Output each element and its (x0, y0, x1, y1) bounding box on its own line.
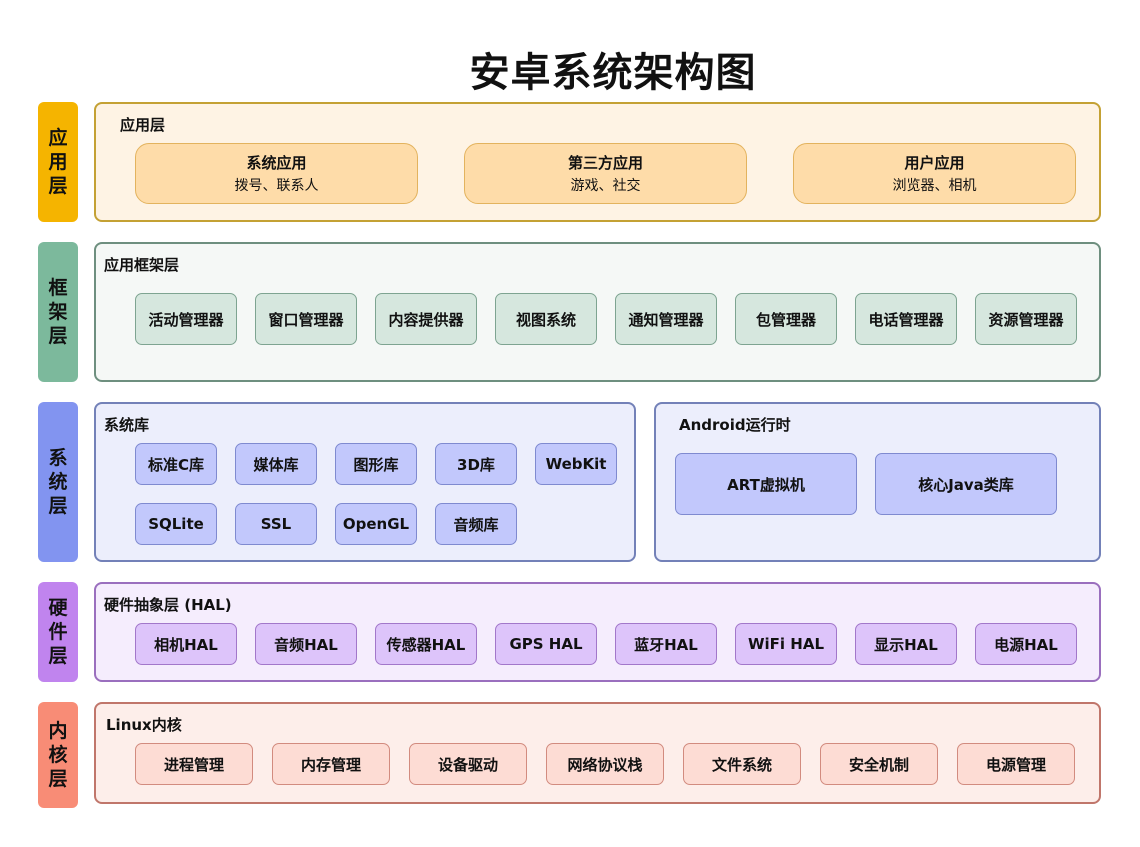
system-lib-item: 音频库 (435, 503, 517, 545)
hal-item: 音频HAL (255, 623, 357, 665)
system-lib-item: SQLite (135, 503, 217, 545)
hal-layer-panel: 硬件抽象层 (HAL) 相机HAL 音频HAL 传感器HAL GPS HAL 蓝… (94, 582, 1101, 682)
kernel-item: 进程管理 (135, 743, 253, 785)
tag-app-layer: 应用层 (38, 102, 78, 222)
app-box-third-party: 第三方应用 游戏、社交 (464, 143, 747, 204)
system-libs-panel: 系统库 标准C库 媒体库 图形库 3D库 WebKit SQLite SSL O… (94, 402, 636, 562)
app-desc: 游戏、社交 (570, 178, 641, 194)
runtime-item: 核心Java类库 (875, 453, 1057, 515)
app-desc: 拨号、联系人 (234, 178, 319, 194)
system-lib-item: 标准C库 (135, 443, 217, 485)
tag-label: 硬件层 (48, 597, 68, 667)
app-desc: 浏览器、相机 (892, 178, 977, 194)
tag-label: 内核层 (48, 720, 68, 790)
kernel-item: 安全机制 (820, 743, 938, 785)
hal-layer-title: 硬件抽象层 (HAL) (104, 596, 232, 614)
app-layer-title: 应用层 (120, 116, 166, 134)
kernel-layer-panel: Linux内核 进程管理 内存管理 设备驱动 网络协议栈 文件系统 安全机制 电… (94, 702, 1101, 804)
hal-item: WiFi HAL (735, 623, 837, 665)
hal-item: 相机HAL (135, 623, 237, 665)
kernel-layer-title: Linux内核 (106, 716, 182, 734)
kernel-item: 网络协议栈 (546, 743, 664, 785)
system-lib-item: 图形库 (335, 443, 417, 485)
framework-item: 资源管理器 (975, 293, 1077, 345)
hal-item: 电源HAL (975, 623, 1077, 665)
system-lib-item: 3D库 (435, 443, 517, 485)
framework-item: 包管理器 (735, 293, 837, 345)
framework-item: 通知管理器 (615, 293, 717, 345)
tag-system-layer: 系统层 (38, 402, 78, 562)
runtime-item: ART虚拟机 (675, 453, 857, 515)
android-runtime-panel: Android运行时 ART虚拟机 核心Java类库 (654, 402, 1101, 562)
system-lib-item: WebKit (535, 443, 617, 485)
android-runtime-title: Android运行时 (679, 416, 791, 434)
tag-kernel-layer: 内核层 (38, 702, 78, 808)
system-lib-item: OpenGL (335, 503, 417, 545)
hal-item: 显示HAL (855, 623, 957, 665)
framework-item: 窗口管理器 (255, 293, 357, 345)
framework-item: 电话管理器 (855, 293, 957, 345)
system-lib-item: 媒体库 (235, 443, 317, 485)
hal-item: GPS HAL (495, 623, 597, 665)
app-name: 用户应用 (904, 154, 965, 172)
kernel-item: 电源管理 (957, 743, 1075, 785)
tag-framework-layer: 框架层 (38, 242, 78, 382)
framework-layer-title: 应用框架层 (104, 256, 180, 274)
tag-label: 应用层 (48, 127, 68, 197)
tag-hal-layer: 硬件层 (38, 582, 78, 682)
framework-item: 内容提供器 (375, 293, 477, 345)
tag-label: 系统层 (48, 447, 68, 517)
framework-item: 活动管理器 (135, 293, 237, 345)
app-name: 第三方应用 (567, 154, 643, 172)
kernel-item: 设备驱动 (409, 743, 527, 785)
framework-item: 视图系统 (495, 293, 597, 345)
app-box-system: 系统应用 拨号、联系人 (135, 143, 418, 204)
app-layer-panel: 应用层 系统应用 拨号、联系人 第三方应用 游戏、社交 用户应用 浏览器、相机 (94, 102, 1101, 222)
kernel-item: 内存管理 (272, 743, 390, 785)
framework-layer-panel: 应用框架层 活动管理器 窗口管理器 内容提供器 视图系统 通知管理器 包管理器 … (94, 242, 1101, 382)
app-name: 系统应用 (246, 154, 307, 172)
system-lib-item: SSL (235, 503, 317, 545)
hal-item: 蓝牙HAL (615, 623, 717, 665)
tag-label: 框架层 (48, 277, 68, 347)
hal-item: 传感器HAL (375, 623, 477, 665)
diagram-title: 安卓系统架构图 (469, 50, 757, 96)
system-libs-title: 系统库 (104, 416, 150, 434)
kernel-item: 文件系统 (683, 743, 801, 785)
app-box-user: 用户应用 浏览器、相机 (793, 143, 1076, 204)
